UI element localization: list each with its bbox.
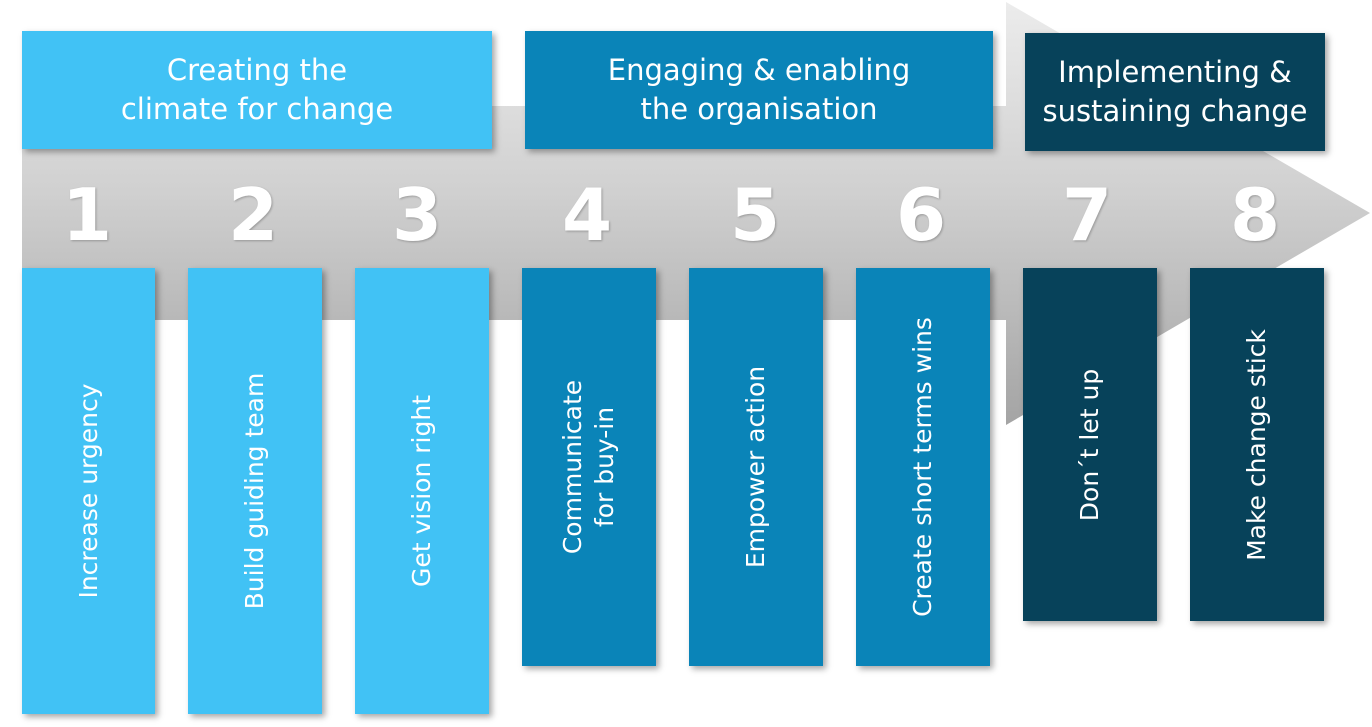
step-number-1: 1 xyxy=(61,173,113,257)
phase-header-engaging: Engaging & enabling the organisation xyxy=(525,31,993,149)
step-number-3: 3 xyxy=(391,173,443,257)
step-number-7: 7 xyxy=(1061,173,1113,257)
step-label: Build guiding team xyxy=(240,372,269,610)
step-box-8: Make change stick xyxy=(1190,268,1324,621)
step-label: Increase urgency xyxy=(73,383,103,599)
step-box-1: Increase urgency xyxy=(22,268,155,714)
step-number-2: 2 xyxy=(227,173,279,257)
step-box-6: Create short terms wins xyxy=(856,268,990,666)
step-box-2: Build guiding team xyxy=(188,268,322,714)
step-number-4: 4 xyxy=(561,173,613,257)
step-box-3: Get vision right xyxy=(355,268,489,714)
phase-header-climate: Creating the climate for change xyxy=(22,31,492,149)
step-label: Communicate for buy-in xyxy=(558,379,619,555)
step-box-5: Empower action xyxy=(689,268,823,666)
step-label: Create short terms wins xyxy=(908,317,937,617)
step-number-8: 8 xyxy=(1229,173,1281,257)
step-label: Get vision right xyxy=(407,394,436,588)
phase-header-implementing: Implementing & sustaining change xyxy=(1025,33,1325,151)
phase-label: Creating the climate for change xyxy=(120,53,394,126)
step-label: Empower action xyxy=(741,365,770,569)
step-label: Don´t let up xyxy=(1075,368,1104,521)
step-label: Make change stick xyxy=(1242,328,1271,561)
phase-label: Implementing & sustaining change xyxy=(1042,55,1308,128)
step-number-5: 5 xyxy=(729,173,781,257)
phase-label: Engaging & enabling the organisation xyxy=(607,53,911,126)
step-box-4: Communicate for buy-in xyxy=(522,268,656,666)
step-number-6: 6 xyxy=(895,173,947,257)
step-box-7: Don´t let up xyxy=(1023,268,1157,621)
